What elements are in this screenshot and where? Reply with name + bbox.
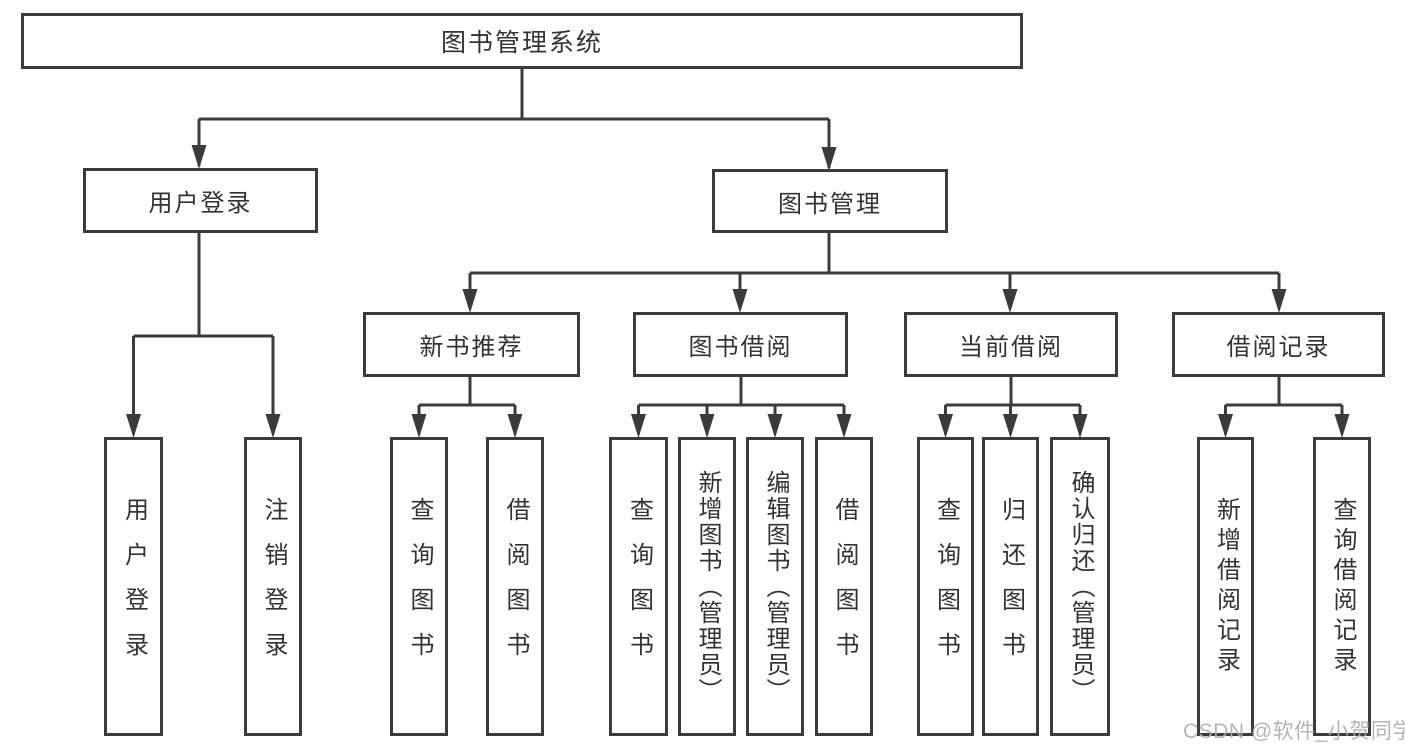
leaf-label: 新增图书（管理员）	[694, 469, 721, 704]
node-label: 新书推荐	[419, 334, 524, 361]
leaf-borrow-book-2: 借阅图书	[815, 437, 873, 736]
node-label: 图书管理	[778, 190, 882, 218]
leaf-label: 用户登录	[120, 496, 148, 677]
leaf-query-borrow-record: 查询借阅记录	[1313, 437, 1371, 736]
node-label: 当前借阅	[959, 334, 1063, 361]
leaf-label: 编辑图书（管理员）	[762, 469, 789, 704]
leaf-label: 查询借阅记录	[1329, 496, 1356, 677]
leaf-add-borrow-record: 新增借阅记录	[1197, 437, 1254, 736]
leaf-label: 查询图书	[625, 496, 653, 677]
leaf-label: 注销登录	[260, 496, 287, 677]
node-borrow-record: 借阅记录	[1172, 312, 1385, 377]
node-book-management: 图书管理	[712, 169, 948, 233]
leaf-label: 归还图书	[997, 496, 1025, 677]
node-user-login: 用户登录	[83, 168, 318, 233]
leaf-label: 查询图书	[406, 496, 433, 677]
leaf-label: 新增借阅记录	[1212, 496, 1240, 677]
node-new-book-recommend: 新书推荐	[363, 312, 580, 377]
node-current-borrow: 当前借阅	[904, 312, 1118, 377]
node-label: 图书管理系统	[440, 29, 603, 57]
leaf-return-book: 归还图书	[982, 437, 1039, 736]
leaf-query-book-2: 查询图书	[609, 437, 668, 736]
node-book-borrow: 图书借阅	[633, 312, 848, 377]
leaf-confirm-return-admin: 确认归还（管理员）	[1050, 437, 1110, 736]
node-label: 借阅记录	[1226, 334, 1331, 361]
leaf-user-login: 用户登录	[104, 437, 163, 736]
leaf-query-book-3: 查询图书	[917, 437, 974, 736]
leaf-label: 查询图书	[932, 496, 960, 677]
node-library-management-system: 图书管理系统	[21, 13, 1023, 69]
leaf-label: 借阅图书	[502, 496, 529, 677]
leaf-label: 借阅图书	[831, 496, 858, 677]
leaf-query-book-1: 查询图书	[390, 437, 448, 736]
leaf-add-book-admin: 新增图书（管理员）	[678, 437, 736, 736]
leaf-edit-book-admin: 编辑图书（管理员）	[746, 437, 804, 736]
leaf-label: 确认归还（管理员）	[1067, 469, 1094, 704]
leaf-borrow-book-1: 借阅图书	[486, 437, 544, 736]
node-label: 图书借阅	[688, 334, 793, 361]
leaf-logout: 注销登录	[244, 437, 302, 736]
node-label: 用户登录	[148, 190, 253, 217]
csdn-watermark: CSDN @软件_小贺同学	[1183, 720, 1405, 743]
